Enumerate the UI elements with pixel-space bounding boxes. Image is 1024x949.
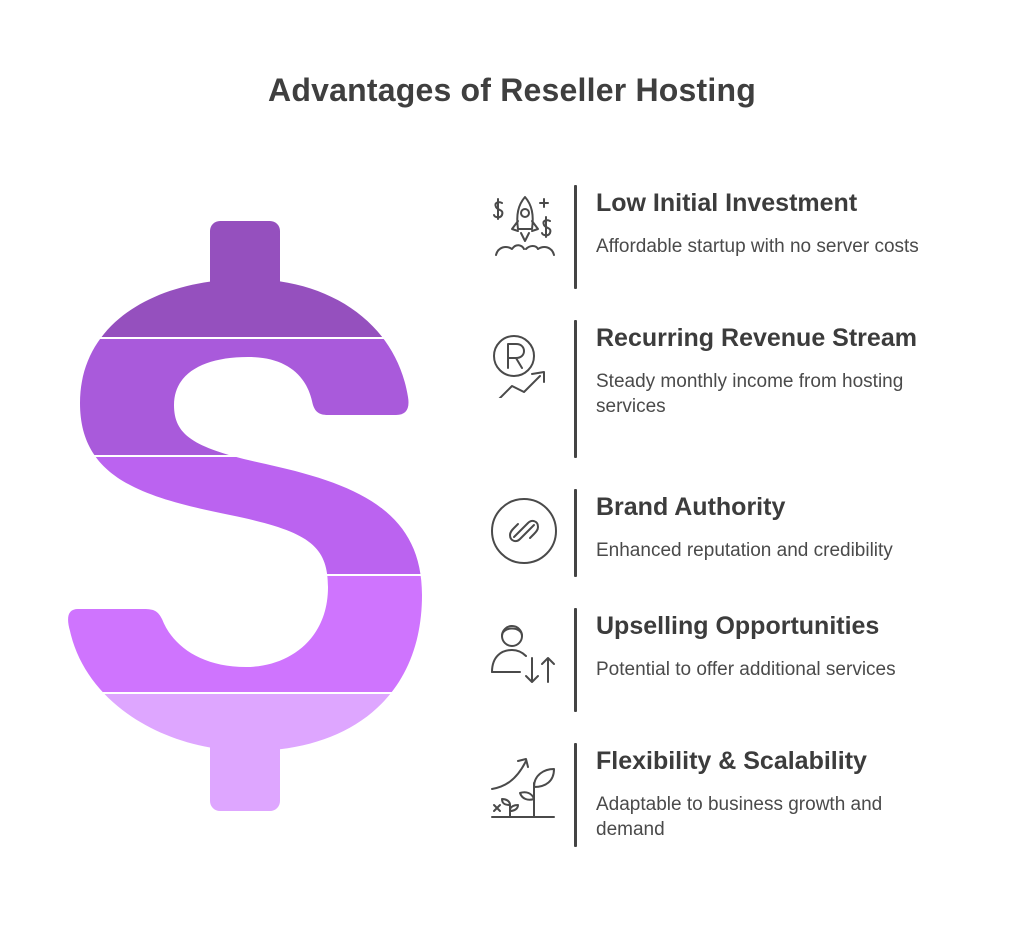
item-heading: Flexibility & Scalability bbox=[596, 747, 867, 775]
item-description: Adaptable to business growth and demand bbox=[596, 794, 883, 840]
divider-bar bbox=[574, 608, 577, 712]
divider-bar bbox=[574, 185, 577, 289]
page-title: Advantages of Reseller Hosting bbox=[268, 72, 756, 108]
link-badge-icon bbox=[488, 493, 562, 567]
divider-bar bbox=[574, 320, 577, 458]
item-description: Affordable startup with no server costs bbox=[596, 236, 919, 257]
plant-growth-icon bbox=[488, 747, 562, 821]
item-heading: Brand Authority bbox=[596, 493, 786, 521]
item-heading: Recurring Revenue Stream bbox=[596, 324, 917, 352]
item-heading: Low Initial Investment bbox=[596, 189, 858, 217]
item-description: Potential to offer additional services bbox=[596, 659, 896, 680]
item-description: Steady monthly income from hosting servi… bbox=[596, 371, 904, 417]
dollar-band-5 bbox=[68, 694, 422, 811]
dollar-band-4 bbox=[68, 576, 422, 692]
item-description: Enhanced reputation and credibility bbox=[596, 540, 893, 561]
user-updown-icon bbox=[488, 612, 562, 686]
divider-bar bbox=[574, 489, 577, 577]
dollar-band-2 bbox=[68, 339, 422, 455]
dollar-band-3 bbox=[68, 457, 422, 574]
rocket-dollar-icon bbox=[488, 189, 562, 263]
revenue-growth-icon bbox=[488, 324, 562, 403]
divider-bar bbox=[574, 743, 577, 847]
dollar-sign-graphic bbox=[68, 221, 422, 811]
dollar-band-1 bbox=[68, 221, 422, 337]
item-heading: Upselling Opportunities bbox=[596, 612, 880, 640]
